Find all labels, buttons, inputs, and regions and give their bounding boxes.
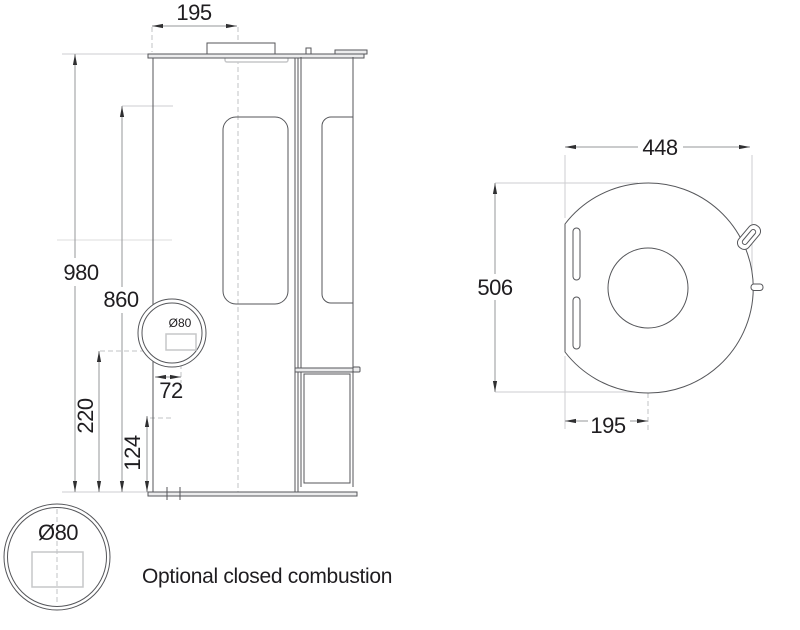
door-latch-tab	[352, 366, 361, 373]
dim-flue-offset-label: 195	[176, 0, 211, 25]
dim-intake-offset-label: 72	[159, 378, 183, 403]
base-cabinet	[303, 373, 351, 484]
dim-top-flue-offset-label: 195	[590, 413, 625, 438]
flue-outlet-circle	[607, 247, 689, 329]
dim-intake-height-label: 220	[73, 398, 98, 433]
dim-top-flue-offset-195: 195	[565, 413, 648, 438]
base-plate	[147, 491, 358, 497]
dim-intake-offset-72: 72	[155, 374, 183, 403]
door-handle	[736, 224, 762, 250]
dim-total-height-label: 980	[63, 260, 98, 285]
dim-depth-506: 506	[477, 183, 513, 392]
intake-detail: Ø80 Optional closed combustion	[3, 503, 392, 611]
latch-pin	[750, 283, 764, 291]
side-view: Ø80 195 980 860 220	[57, 0, 368, 500]
dim-width-448: 448	[565, 135, 750, 160]
dim-total-height-980: 980	[63, 54, 99, 492]
top-plate	[147, 53, 365, 59]
optional-combustion-note: Optional closed combustion	[142, 565, 392, 588]
door-bottom-divider	[294, 367, 354, 373]
side-view-dimensions: 195 980 860 220 124 72	[63, 0, 237, 492]
stove-side-body	[147, 42, 368, 500]
dim-base-height-124: 124	[120, 416, 150, 492]
stove-top-body	[564, 182, 764, 394]
dim-base-height-label: 124	[120, 435, 145, 470]
side-window	[222, 116, 289, 305]
air-intake-connector: Ø80	[137, 298, 207, 368]
rear-vent-slot-upper	[572, 227, 581, 281]
dim-intake-height-220: 220	[73, 351, 102, 492]
dim-width-label: 448	[642, 135, 677, 160]
top-view-dimensions: 448 506 195	[477, 135, 750, 438]
front-door-glass	[321, 116, 353, 304]
intake-diameter-label: Ø80	[169, 316, 192, 330]
top-view: 448 506 195	[477, 135, 764, 438]
dim-flue-offset-195: 195	[152, 0, 237, 29]
dim-depth-label: 506	[477, 275, 512, 300]
top-body-outline	[564, 182, 754, 394]
flue-collar	[206, 42, 276, 55]
rear-vent-slot-lower	[572, 296, 581, 350]
dim-upper-height-860: 860	[103, 106, 139, 492]
dim-upper-height-label: 860	[103, 287, 138, 312]
detail-diameter-label: Ø80	[38, 520, 78, 545]
